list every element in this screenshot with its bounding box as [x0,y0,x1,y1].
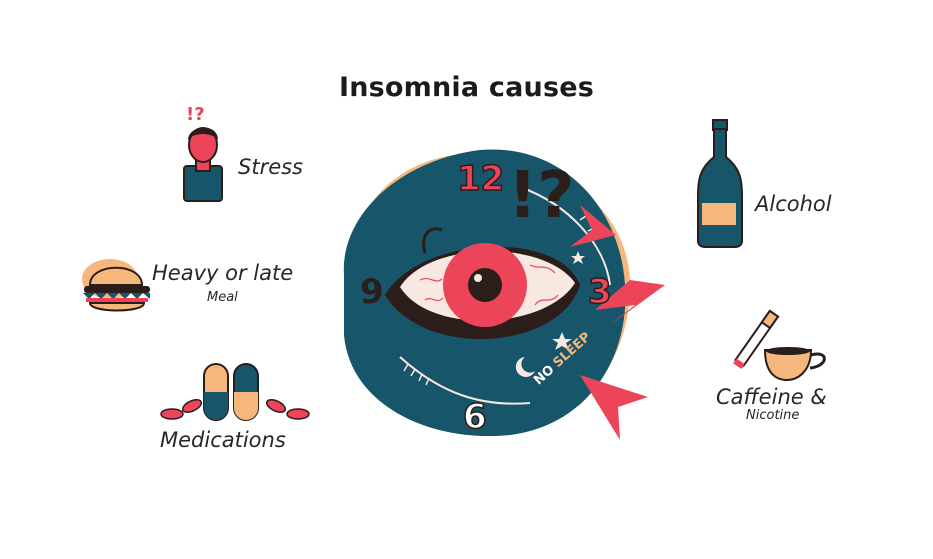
alarm-spike-top [570,205,616,247]
caffeine-label: Caffeine & [716,385,827,409]
tick-arc-right [519,186,611,286]
pill-tablet-3 [265,399,287,413]
alarm-spike-mid [595,280,665,325]
clock-number-12: 12 [457,159,504,199]
clock-number-9: 9 [360,272,384,312]
burger-top-bun [88,266,144,286]
coffee-handle [809,352,826,370]
bottle-icon [697,119,743,248]
burger-bottom-bun [88,302,146,312]
stressed-person-icon: !? [183,104,223,202]
cigarette-icon [733,309,780,369]
star-icon [552,332,572,350]
pill-tablet-1 [160,408,184,420]
bottle-label [702,203,736,225]
caffeine-sublabel: Nicotine [746,408,800,423]
meal-sublabel: Meal [207,290,238,305]
pills-icon [160,363,310,421]
capsule-right-half [234,392,258,420]
star-small-icon [571,251,585,264]
stress-marks-icon: !? [186,104,205,125]
medications-label: Medications [160,428,286,452]
big-exclaim-question: !? [508,159,574,233]
tick-arc-bottom [399,356,531,405]
stress-label: Stress [238,155,303,179]
burger-tomato [86,298,148,302]
capsule-left-half [204,392,228,420]
eye-veins [419,264,559,306]
pill-tablet-2 [181,399,203,413]
burger-icon [82,259,150,312]
alcohol-label: Alcohol [755,192,832,216]
sleepless-eye-clock-illustration: 12 3 6 9 !? NO SLEEP [343,149,665,440]
moon-icon [515,357,535,377]
clock-number-6: 6 [463,397,487,437]
pupil [468,268,502,302]
clock-number-3: 3 [588,272,612,312]
coffee-surface [766,347,810,355]
bottle-body [697,128,743,248]
alarm-cursor [580,375,648,440]
coffee-cigarette-icon [733,309,826,382]
burger-patty [84,286,150,293]
coffee-cup [763,349,813,382]
eyelash-curl [422,227,443,254]
meal-label: Heavy or late [152,261,294,285]
burger-lettuce [83,293,150,299]
stress-hair [188,127,218,140]
pill-tablet-4 [286,408,310,420]
eye-highlight [474,274,482,282]
page-title: Insomnia causes [338,72,595,103]
